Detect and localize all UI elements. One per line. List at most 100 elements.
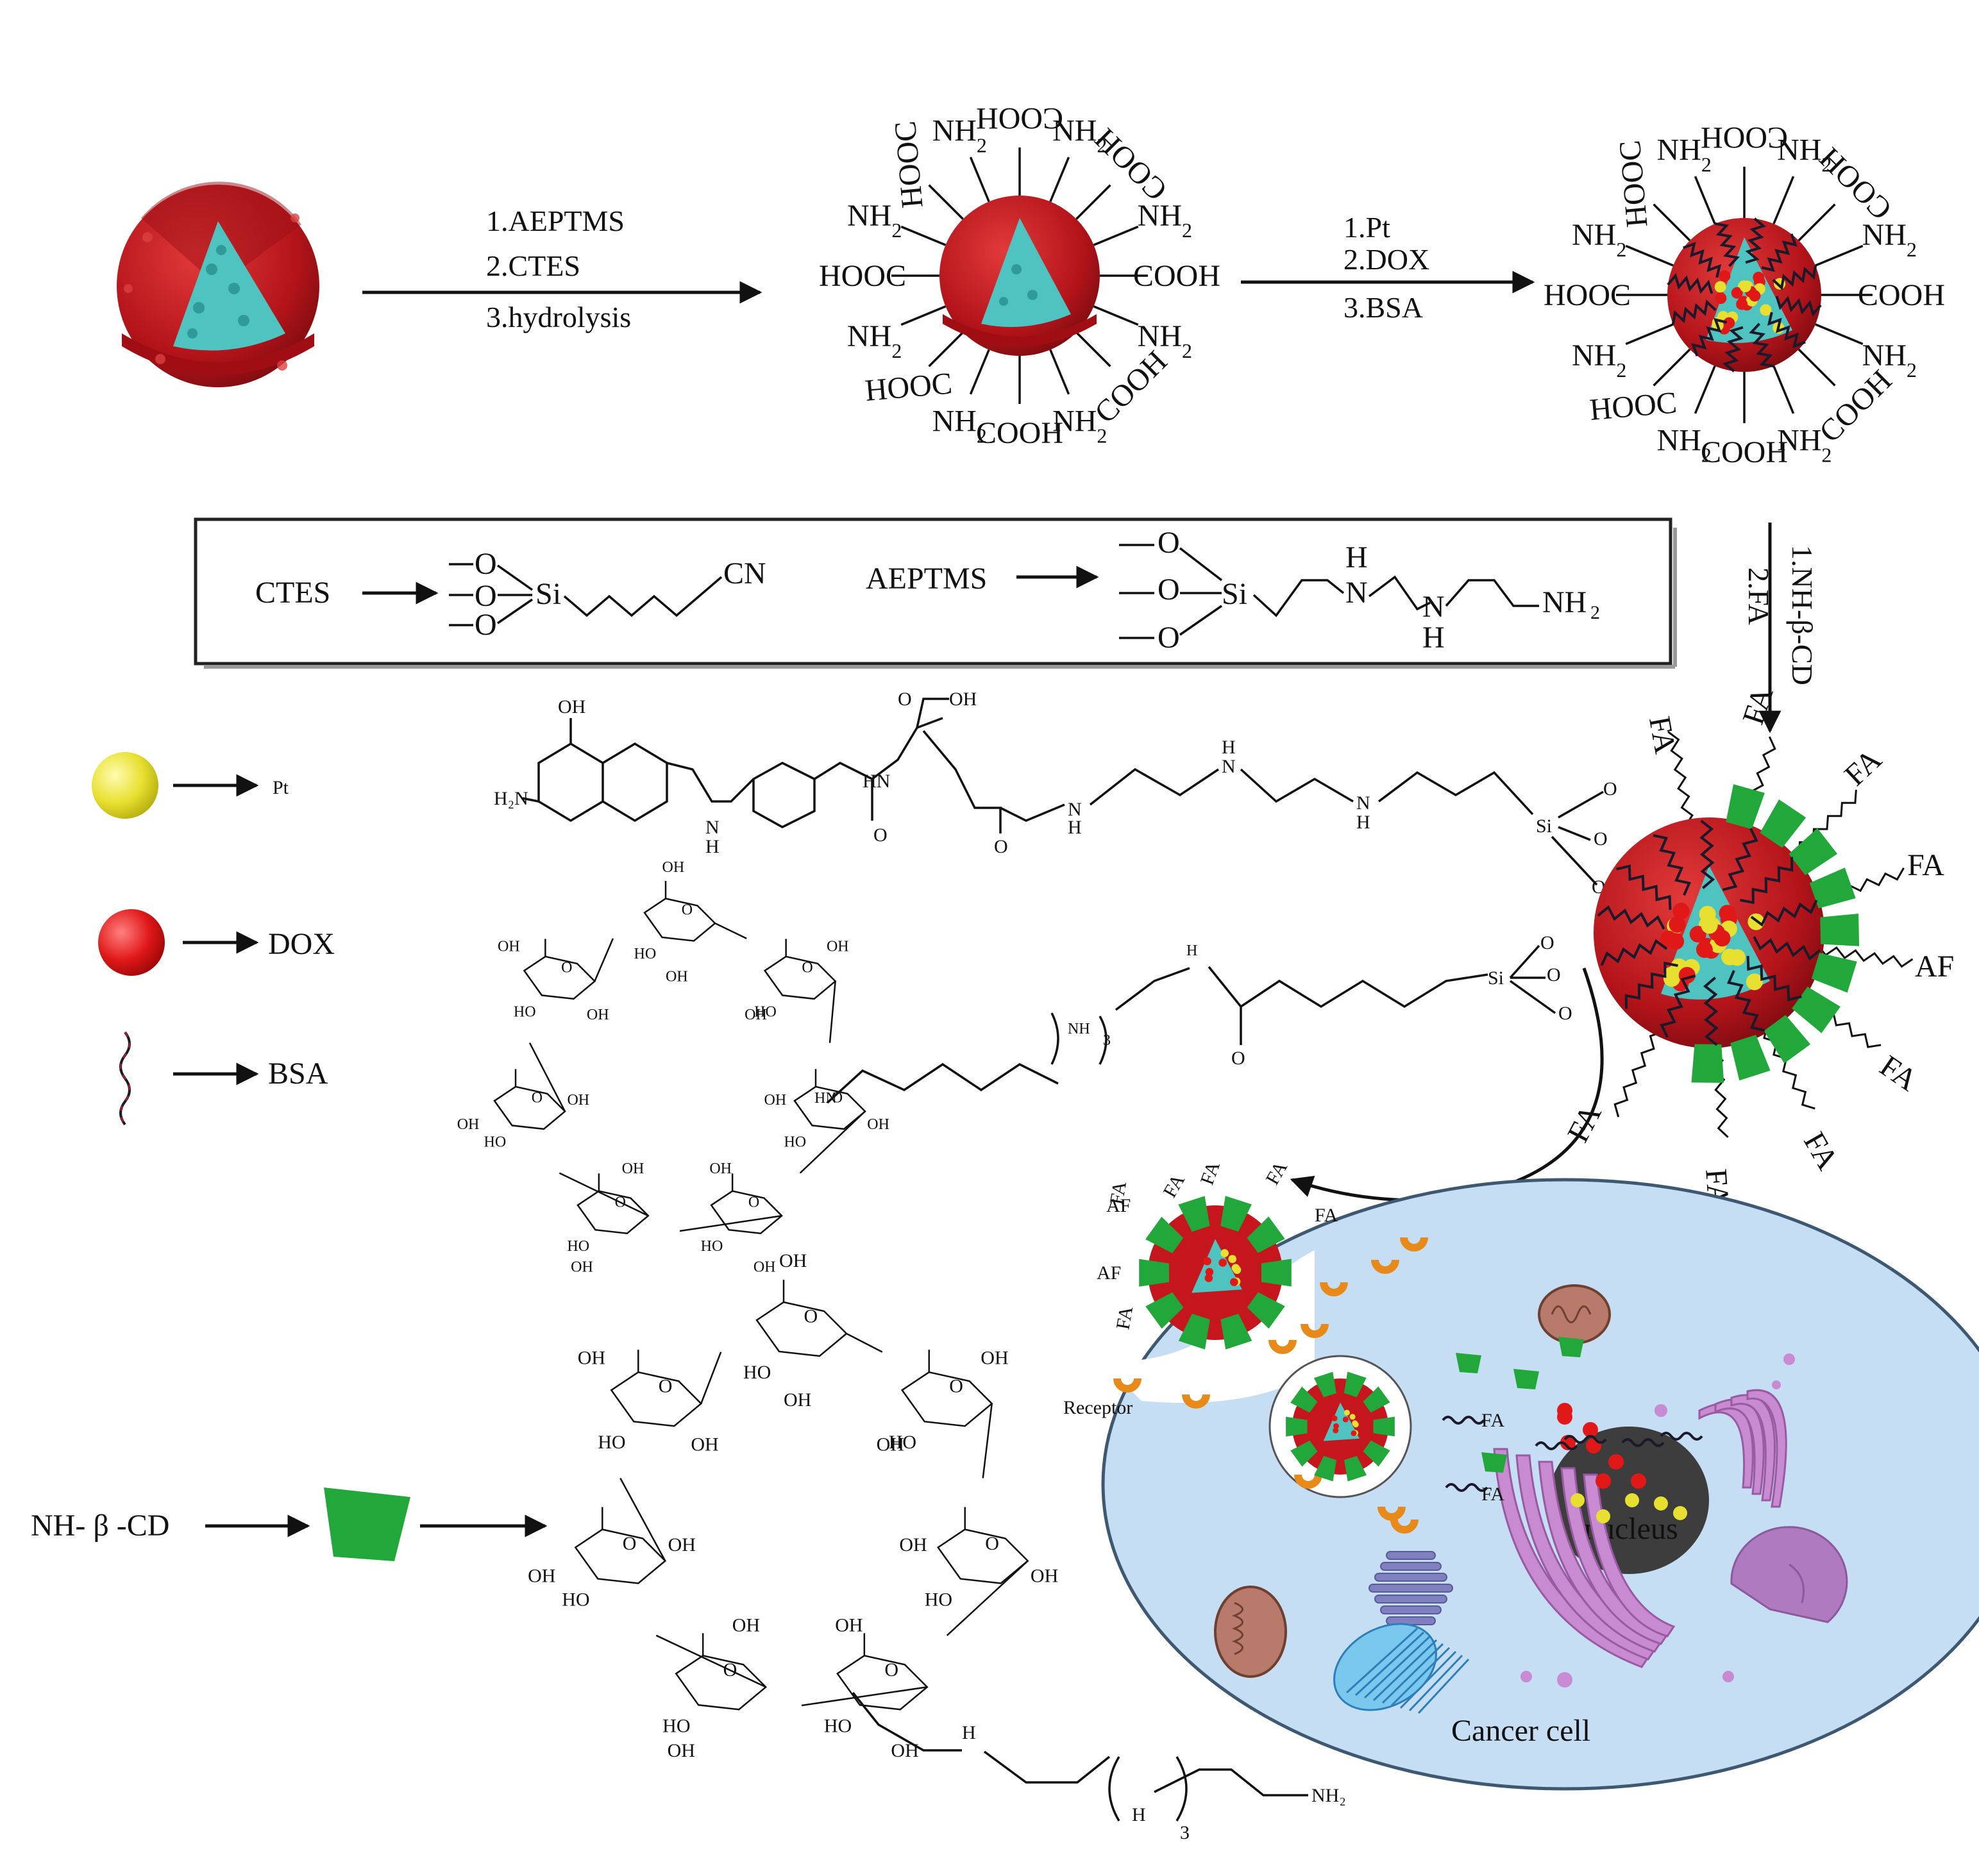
stack-layer bbox=[1374, 1573, 1447, 1582]
bsa-protein bbox=[1691, 317, 1728, 356]
hydroxyl-label: OH bbox=[754, 1259, 776, 1276]
glycosidic-bond bbox=[679, 1214, 782, 1232]
group-text: COOH bbox=[976, 101, 1063, 135]
pt-particle bbox=[1349, 1414, 1356, 1420]
bsa-protein bbox=[1746, 955, 1802, 1001]
released-bsa bbox=[1660, 1432, 1703, 1441]
dox-particle bbox=[1331, 1415, 1338, 1421]
stack-layer bbox=[1374, 1595, 1447, 1604]
group-text: COOH bbox=[1701, 435, 1788, 469]
spoke-bond bbox=[1093, 225, 1139, 246]
cd1-si: Si bbox=[1488, 967, 1504, 989]
mini-cd-block bbox=[1373, 1416, 1395, 1437]
fa-o5: O bbox=[1594, 828, 1608, 850]
cd-block bbox=[1809, 867, 1856, 909]
ring-oxygen: O bbox=[884, 1659, 898, 1680]
ring-oxygen: O bbox=[682, 901, 693, 918]
golgi-cisterna bbox=[1493, 1448, 1650, 1668]
cd-block bbox=[1792, 986, 1840, 1034]
receptor-protein bbox=[1390, 1520, 1419, 1534]
nanoparticle-internalized bbox=[1286, 1371, 1395, 1482]
pt-particle bbox=[1699, 905, 1716, 923]
pt-particle bbox=[1220, 1249, 1229, 1257]
ctes-o1: O bbox=[475, 547, 497, 581]
released-pt bbox=[1673, 1506, 1687, 1520]
receptor-protein bbox=[1301, 1324, 1329, 1338]
released-dox bbox=[1557, 1403, 1572, 1418]
glycosidic-bond bbox=[982, 1403, 993, 1478]
subscript: 2 bbox=[1097, 134, 1107, 157]
microtubule bbox=[1417, 1658, 1470, 1714]
ring-oxygen: O bbox=[615, 1194, 626, 1210]
dox-particle bbox=[1689, 926, 1706, 943]
cd-block bbox=[1691, 1044, 1724, 1083]
fa-hn: HN bbox=[863, 771, 890, 792]
cd2-nh2: NH₂ bbox=[1311, 1785, 1346, 1806]
spoke-bond bbox=[1653, 348, 1691, 387]
released-bsa bbox=[1563, 1435, 1607, 1444]
glycosidic-bond bbox=[799, 1110, 866, 1174]
receptor-label: Receptor bbox=[1063, 1397, 1133, 1418]
hydroxyl-label: OH bbox=[764, 1092, 787, 1109]
hydroxyl-label: OH bbox=[891, 1740, 918, 1761]
legend-bsa: BSA bbox=[268, 1057, 328, 1091]
dox-particle bbox=[1736, 298, 1748, 310]
cd2-h2: H bbox=[1132, 1804, 1146, 1825]
subscript: 2 bbox=[1907, 358, 1917, 381]
carboxyl-group: COOH bbox=[1858, 278, 1945, 312]
hydroxyl-label: HO bbox=[634, 946, 657, 962]
dox-particle bbox=[1660, 930, 1678, 948]
receptor-protein bbox=[1268, 1340, 1297, 1354]
reagent-structure-box: CTES O O O Si CN AEPTMS O O O Si N H N H… bbox=[194, 517, 1677, 669]
dox-particle bbox=[1669, 916, 1686, 933]
glycosidic-bond bbox=[619, 1477, 666, 1562]
glucose-ring bbox=[610, 1371, 703, 1427]
fa-label: FA bbox=[1106, 1180, 1131, 1207]
mini-cd-block bbox=[1139, 1259, 1169, 1287]
mini-np-core bbox=[1192, 1239, 1242, 1293]
subscript: 2 bbox=[1182, 339, 1192, 362]
fa-oh: OH bbox=[558, 696, 585, 717]
carboxyl-group: COOH bbox=[1701, 435, 1788, 469]
mini-cd-block bbox=[1220, 1196, 1252, 1232]
hydroxyl-label: OH bbox=[528, 1565, 555, 1586]
aeptms-o1: O bbox=[1158, 526, 1180, 560]
released-dox bbox=[1596, 1473, 1611, 1489]
bsa-protein bbox=[1772, 265, 1817, 290]
fa-si: Si bbox=[1536, 816, 1552, 837]
group-text: COOH bbox=[976, 416, 1063, 450]
step1-reagent-2: 2.CTES bbox=[486, 249, 580, 282]
glucose-ring bbox=[675, 1654, 768, 1711]
group-text: HOOC bbox=[864, 366, 954, 408]
microtubule bbox=[1372, 1639, 1438, 1702]
step3-reagent-2: 2.FA bbox=[1742, 567, 1775, 625]
hydroxyl-label: OH bbox=[745, 1007, 767, 1023]
fa-label: FA bbox=[1261, 1157, 1292, 1188]
cd-block bbox=[1760, 799, 1806, 848]
ring-oxygen: O bbox=[802, 960, 813, 976]
pt-particle bbox=[1760, 304, 1772, 316]
mini-cd-block bbox=[1145, 1216, 1184, 1253]
fa-h2n: H₂N bbox=[494, 788, 528, 809]
mitochondrion-1 bbox=[1538, 1284, 1611, 1344]
released-bsa bbox=[1535, 1441, 1578, 1450]
fa-label: FA bbox=[1561, 1099, 1608, 1148]
fa-label: AF bbox=[1106, 1195, 1131, 1216]
receptor-protein bbox=[1182, 1394, 1210, 1409]
carboxyl-group: COOH bbox=[976, 416, 1063, 450]
step3-reagent-1: 1.NH-β-CD bbox=[1786, 545, 1819, 685]
spoke-bond bbox=[1798, 348, 1836, 387]
fa-oh2: OH bbox=[949, 689, 977, 710]
cd1-o3: O bbox=[1558, 1003, 1572, 1024]
step1-reagent-1: 1.AEPTMS bbox=[486, 205, 625, 237]
released-pt bbox=[1596, 1509, 1610, 1523]
golgi-cisterna bbox=[1583, 1473, 1676, 1637]
carboxyl-group: COOH bbox=[1701, 121, 1788, 155]
hydroxyl-label: OH bbox=[981, 1347, 1008, 1368]
hydroxyl-label: OH bbox=[457, 1116, 480, 1133]
ring-oxygen: O bbox=[804, 1306, 818, 1327]
bsa-protein bbox=[1722, 828, 1758, 891]
step2-reagent-3: 3.BSA bbox=[1343, 291, 1423, 324]
released-dox bbox=[1586, 1438, 1601, 1453]
pt-legend-icon bbox=[92, 752, 158, 819]
